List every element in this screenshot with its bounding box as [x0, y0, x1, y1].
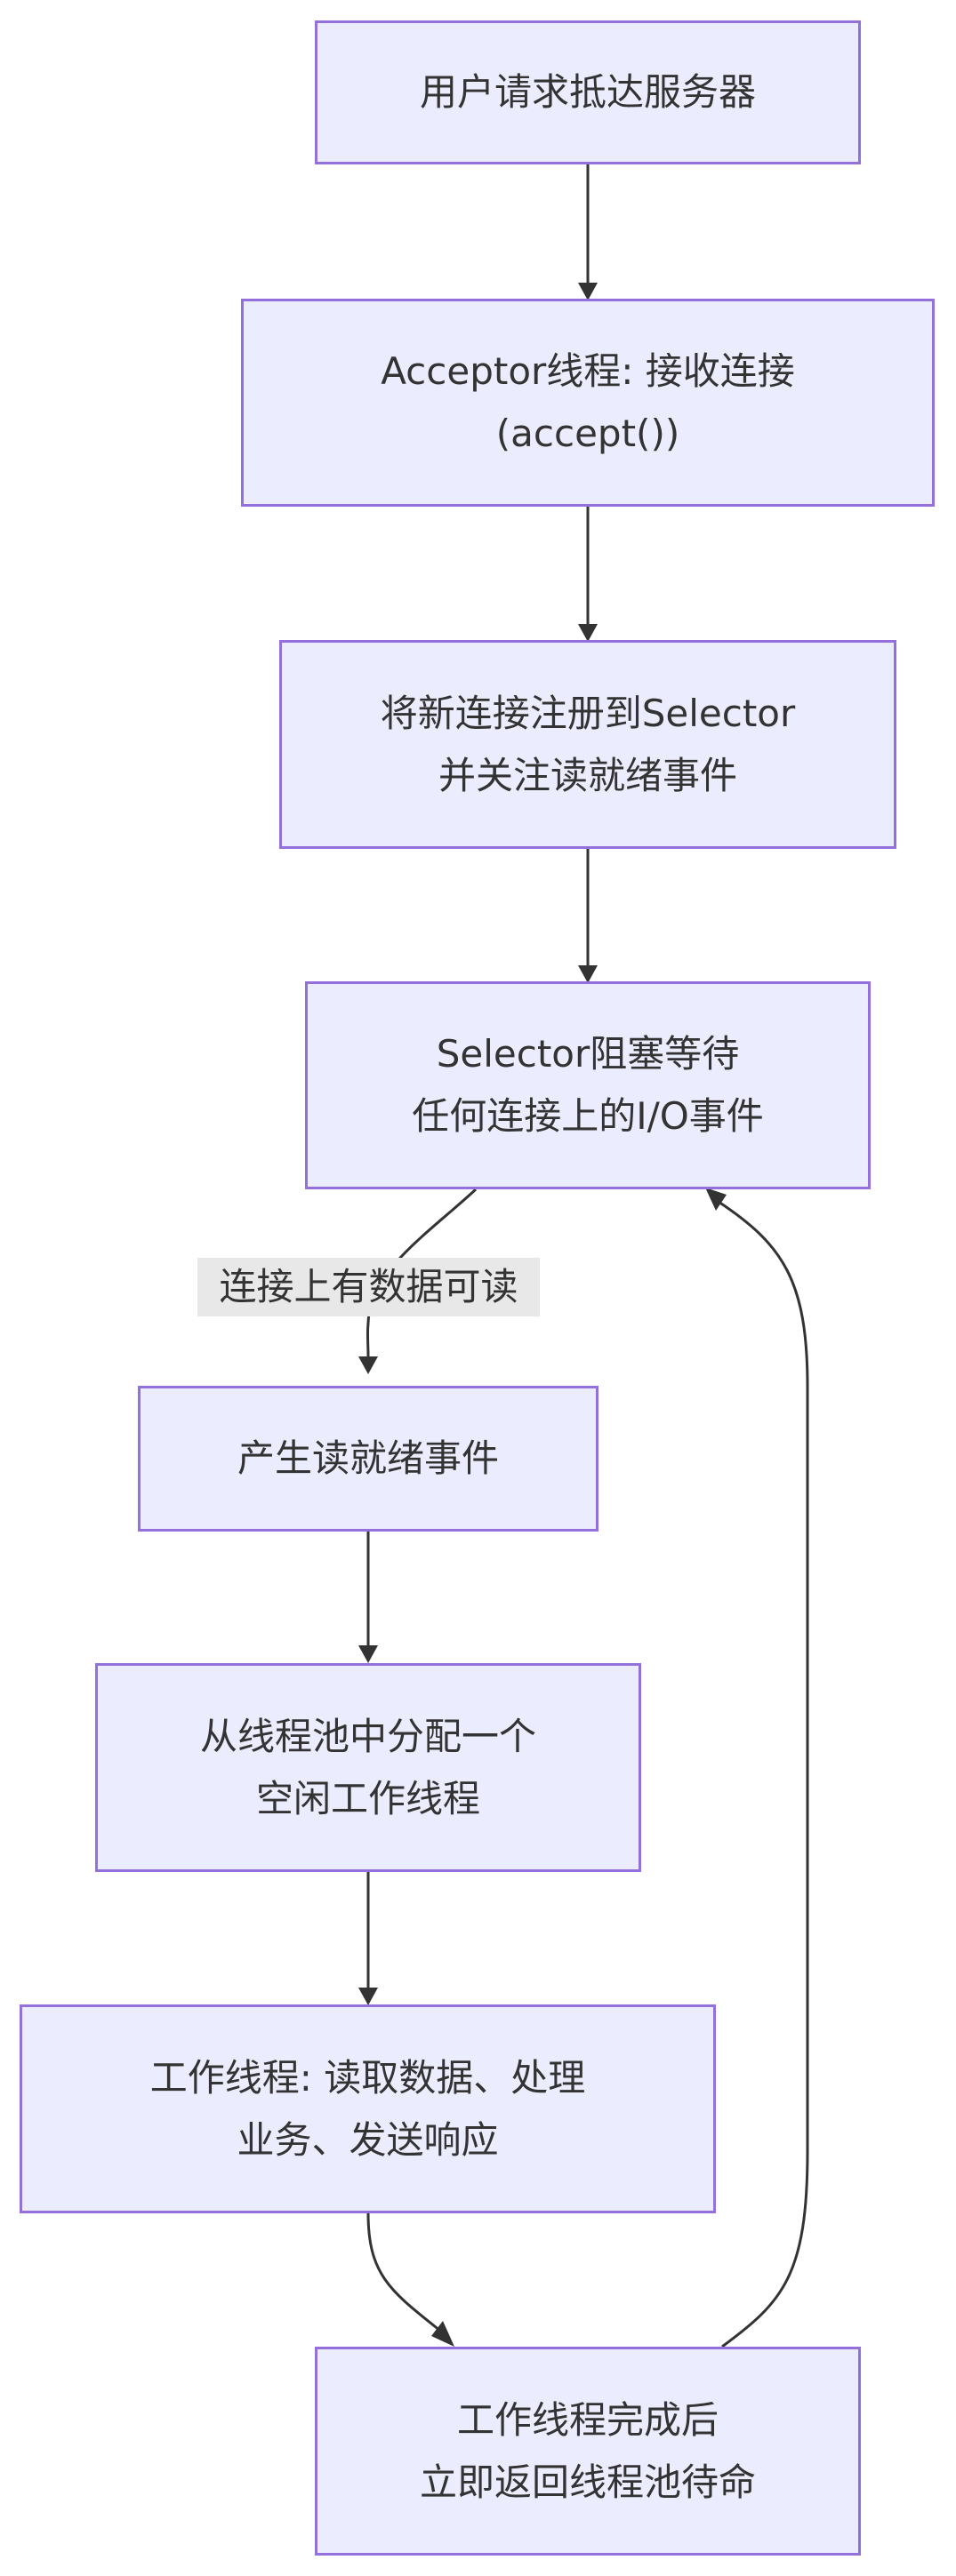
edge-label-data-readable: 连接上有数据可读 — [197, 1258, 540, 1316]
node-selector-wait-line-1: Selector阻塞等待 — [436, 1032, 740, 1076]
node-worker-return: 工作线程完成后 立即返回线程池待命 — [315, 2347, 861, 2556]
arrowhead-n8-n4 — [705, 1188, 727, 1211]
node-acceptor-thread-line-1: Acceptor线程: 接收连接 — [381, 349, 795, 393]
node-register-selector-line-1: 将新连接注册到Selector — [380, 691, 796, 735]
node-request-arrives: 用户请求抵达服务器 — [315, 20, 861, 164]
arrowhead-n4-n5 — [358, 1356, 378, 1374]
node-request-arrives-line-1: 用户请求抵达服务器 — [419, 70, 756, 114]
node-worker-process-line-1: 工作线程: 读取数据、处理 — [149, 2055, 586, 2100]
node-register-selector: 将新连接注册到Selector 并关注读就绪事件 — [279, 640, 896, 849]
arrowhead-n5-n6 — [358, 1645, 378, 1663]
node-allocate-worker-line-1: 从线程池中分配一个 — [199, 1714, 536, 1758]
node-read-ready-event: 产生读就绪事件 — [138, 1386, 599, 1532]
edge-n8-n4 — [718, 1200, 809, 2348]
node-allocate-worker: 从线程池中分配一个 空闲工作线程 — [95, 1663, 641, 1872]
node-register-selector-line-2: 并关注读就绪事件 — [438, 753, 737, 797]
arrowhead-n2-n3 — [578, 624, 598, 642]
arrowhead-n6-n7 — [358, 1988, 378, 2005]
node-worker-return-line-1: 工作线程完成后 — [456, 2397, 719, 2442]
node-read-ready-event-line-1: 产生读就绪事件 — [237, 1436, 499, 1480]
node-allocate-worker-line-2: 空闲工作线程 — [255, 1776, 480, 1820]
node-worker-process: 工作线程: 读取数据、处理 业务、发送响应 — [20, 2004, 716, 2213]
node-selector-wait: Selector阻塞等待 任何连接上的I/O事件 — [305, 981, 871, 1189]
edge-n7-n8 — [366, 2212, 441, 2332]
arrowhead-n1-n2 — [578, 283, 598, 300]
node-selector-wait-line-2: 任何连接上的I/O事件 — [412, 1094, 764, 1138]
node-worker-process-line-2: 业务、发送响应 — [237, 2117, 499, 2162]
arrowhead-n3-n4 — [578, 965, 598, 983]
node-acceptor-thread: Acceptor线程: 接收连接 (accept()) — [241, 299, 935, 507]
node-acceptor-thread-line-2: (accept()) — [495, 412, 680, 455]
node-worker-return-line-2: 立即返回线程池待命 — [419, 2460, 756, 2504]
arrowhead-n7-n8 — [431, 2321, 454, 2347]
